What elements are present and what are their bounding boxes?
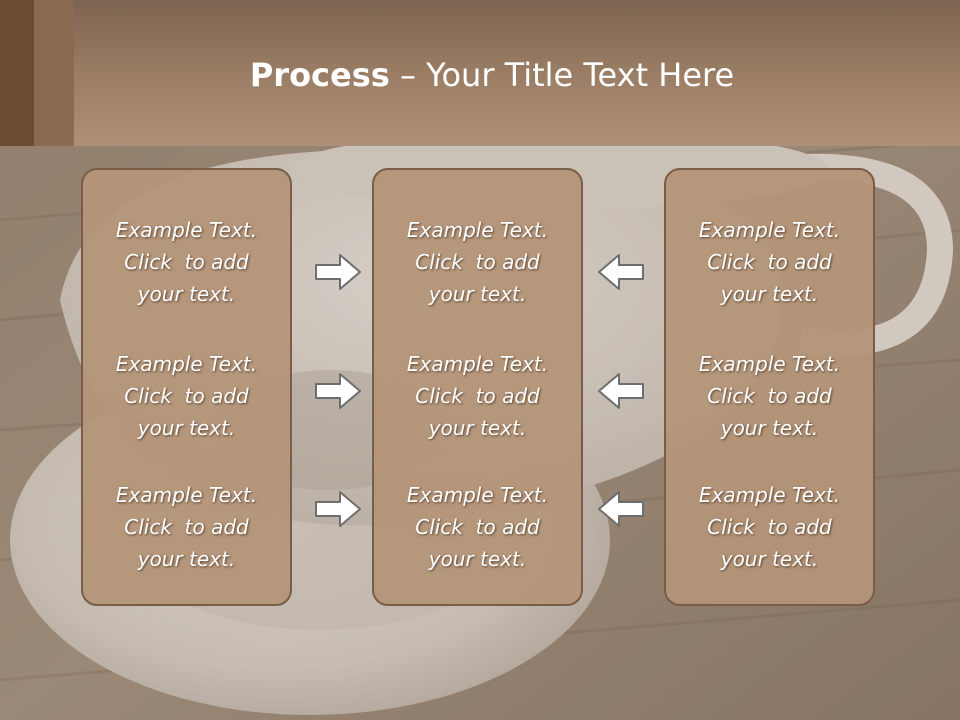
arrow-left-icon[interactable] [597, 252, 645, 292]
arrow-right-icon[interactable] [314, 371, 362, 411]
title-rest: – Your Title Text Here [389, 56, 735, 94]
process-box-right[interactable]: Example Text. Click to add your text. Ex… [664, 168, 875, 606]
item-line: Click to add [707, 250, 832, 274]
item-line: your text. [137, 282, 236, 306]
item-line: Click to add [707, 384, 832, 408]
item-line: Click to add [415, 250, 540, 274]
text-placeholder[interactable]: Example Text. Click to add your text. [83, 214, 290, 310]
item-line: your text. [428, 416, 527, 440]
item-line: your text. [720, 282, 819, 306]
arrow-right-icon[interactable] [314, 489, 362, 529]
item-line: Click to add [415, 384, 540, 408]
text-placeholder[interactable]: Example Text. Click to add your text. [666, 479, 873, 575]
text-placeholder[interactable]: Example Text. Click to add your text. [374, 214, 581, 310]
item-line: your text. [428, 547, 527, 571]
item-line: Example Text. [115, 352, 258, 376]
item-line: your text. [137, 547, 236, 571]
item-line: your text. [720, 547, 819, 571]
text-placeholder[interactable]: Example Text. Click to add your text. [666, 214, 873, 310]
item-line: Click to add [124, 250, 249, 274]
accent-strip-mid [34, 0, 74, 146]
text-placeholder[interactable]: Example Text. Click to add your text. [83, 348, 290, 444]
accent-strip-dark [0, 0, 34, 146]
process-box-left[interactable]: Example Text. Click to add your text. Ex… [81, 168, 292, 606]
title-bar [0, 0, 960, 146]
item-line: Click to add [124, 384, 249, 408]
process-box-center[interactable]: Example Text. Click to add your text. Ex… [372, 168, 583, 606]
item-line: Example Text. [406, 483, 549, 507]
item-line: Example Text. [115, 218, 258, 242]
slide-title[interactable]: Process – Your Title Text Here [0, 52, 960, 98]
arrow-left-icon[interactable] [597, 489, 645, 529]
text-placeholder[interactable]: Example Text. Click to add your text. [83, 479, 290, 575]
item-line: Example Text. [406, 218, 549, 242]
title-bold: Process [249, 56, 390, 94]
text-placeholder[interactable]: Example Text. Click to add your text. [374, 479, 581, 575]
item-line: Example Text. [698, 352, 841, 376]
item-line: your text. [428, 282, 527, 306]
arrow-left-icon[interactable] [597, 371, 645, 411]
item-line: Example Text. [698, 483, 841, 507]
item-line: Example Text. [406, 352, 549, 376]
item-line: your text. [137, 416, 236, 440]
item-line: your text. [720, 416, 819, 440]
item-line: Click to add [707, 515, 832, 539]
arrow-right-icon[interactable] [314, 252, 362, 292]
text-placeholder[interactable]: Example Text. Click to add your text. [666, 348, 873, 444]
item-line: Example Text. [115, 483, 258, 507]
text-placeholder[interactable]: Example Text. Click to add your text. [374, 348, 581, 444]
item-line: Example Text. [698, 218, 841, 242]
item-line: Click to add [415, 515, 540, 539]
item-line: Click to add [124, 515, 249, 539]
